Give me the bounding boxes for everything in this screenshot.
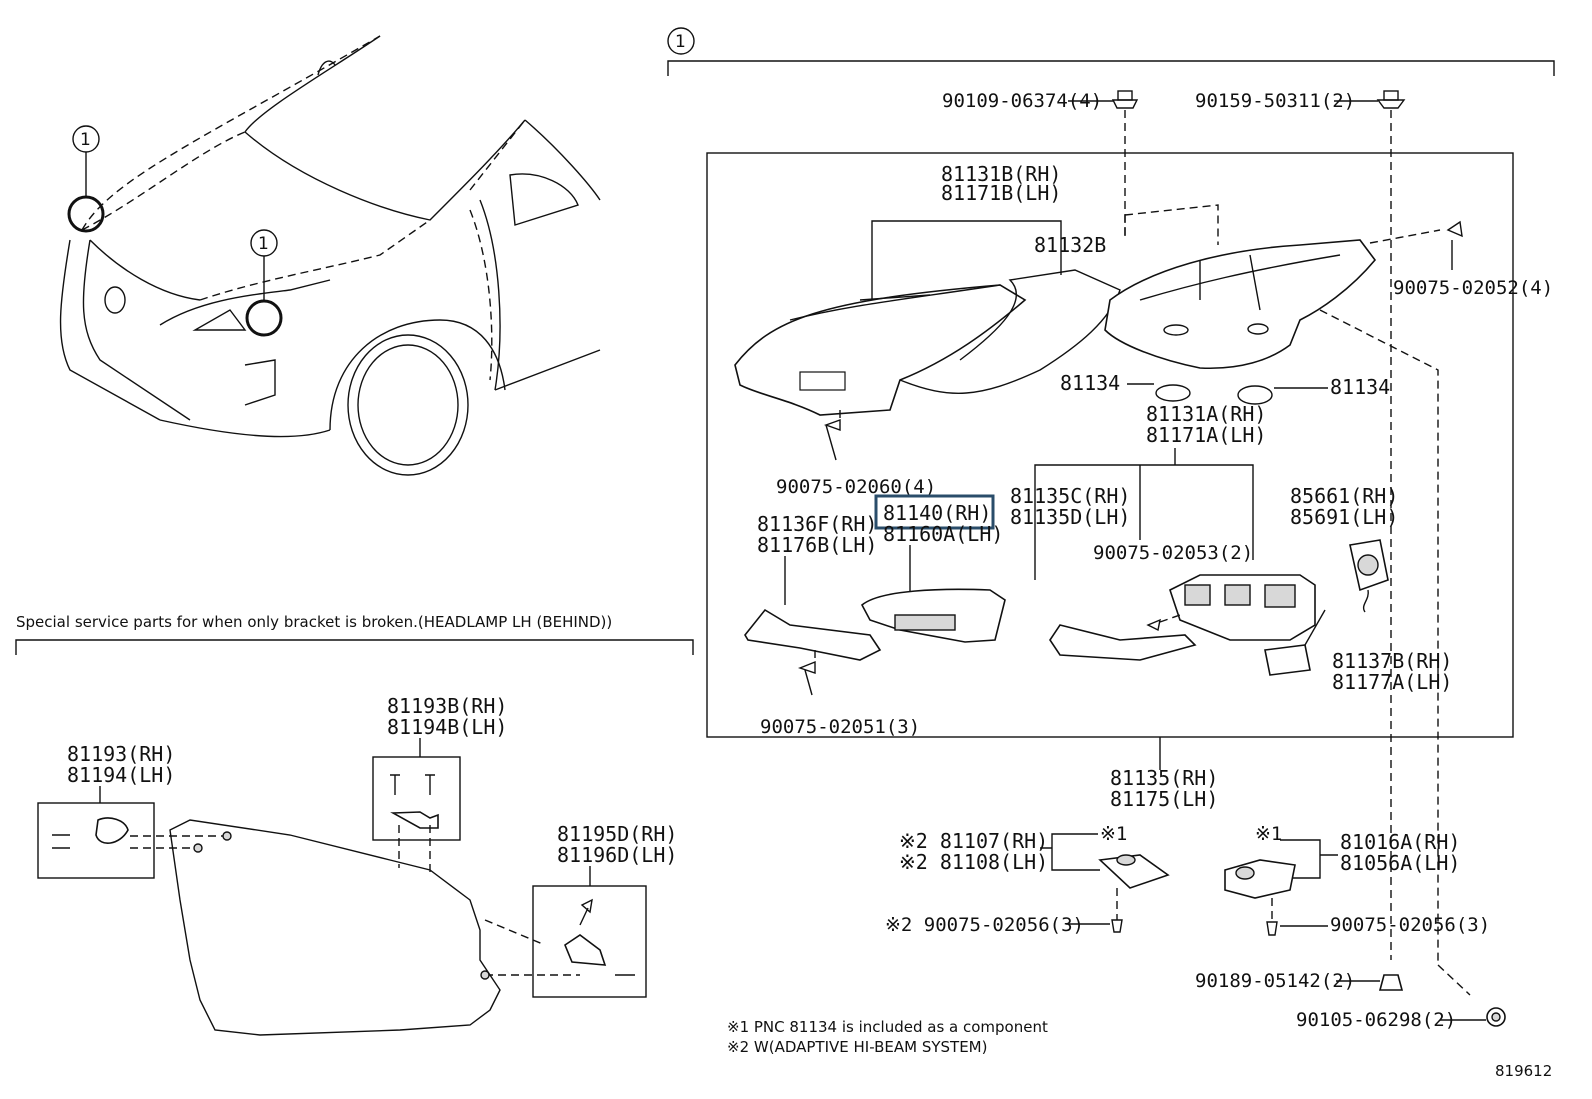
label-81135-rh: 81135(RH)	[1110, 766, 1218, 790]
screw-90075-02051-icon	[797, 660, 816, 696]
bracket-81193	[95, 817, 129, 844]
label-90189-05142: 90189-05142(2)	[1195, 970, 1355, 992]
callout-marker-car-1: 1	[80, 130, 91, 150]
car-front-sketch: 1 1	[59, 35, 601, 476]
label-81131B-rh: 81131B(RH)	[941, 162, 1061, 186]
headlamp-assembly-group: 1 90109-06374(4) 90159-50311(2) 81131B(R…	[667, 27, 1555, 1080]
screw-90075-02056-left-icon	[1111, 919, 1123, 933]
bracket-81195D	[564, 934, 607, 966]
label-85691-lh: 85691(LH)	[1290, 505, 1398, 529]
label-81176B-lh: 81176B(LH)	[757, 533, 877, 557]
label-81194B-lh: 81194B(LH)	[387, 715, 507, 739]
label-90159-50311: 90159-50311(2)	[1195, 90, 1355, 112]
label-81193-rh: 81193(RH)	[67, 742, 175, 766]
label-81194-lh: 81194(LH)	[67, 763, 175, 787]
label-81134-left: 81134	[1060, 371, 1120, 395]
projector-assembly	[1169, 574, 1316, 641]
screw-81195D-icon	[579, 898, 593, 926]
label-81107-rh: ※2 81107(RH)	[899, 829, 1048, 853]
special-service-parts-group: Special service parts for when only brac…	[15, 613, 694, 1036]
screws-81193B-icon	[390, 774, 435, 795]
o-ring-left-icon	[1155, 384, 1191, 402]
note-mark-1-left: ※1	[1100, 823, 1127, 845]
lens-gasket	[899, 269, 1121, 394]
screw-90075-02053-icon	[1146, 618, 1161, 632]
footnote-1: ※1 PNC 81134 is included as a component	[727, 1018, 1048, 1036]
o-ring-right-icon	[1237, 385, 1273, 405]
screw-90075-02056-right-icon	[1266, 921, 1278, 936]
bracket-81195D-box	[532, 885, 647, 998]
bracket-81135C	[1049, 624, 1197, 661]
nut-90189-icon	[1378, 974, 1404, 991]
label-81056A-lh: 81056A(LH)	[1340, 851, 1460, 875]
bracket-81193B-box	[372, 756, 461, 841]
fan-85661-icon	[1349, 539, 1389, 592]
label-90105-06298: 90105-06298(2)	[1296, 1009, 1456, 1031]
label-90075-02056-left: ※2 90075-02056(3)	[885, 914, 1084, 936]
label-90075-02052: 90075-02052(4)	[1393, 277, 1553, 299]
highlight-box	[874, 494, 995, 530]
headlamp-lens	[734, 284, 1027, 416]
screw-90075-02052-icon	[1446, 220, 1463, 238]
label-81175-lh: 81175(LH)	[1110, 787, 1218, 811]
label-81196D-lh: 81196D(LH)	[557, 843, 677, 867]
screw-90075-02060-icon	[823, 419, 841, 461]
bracket-81193-box	[37, 802, 155, 879]
bolt-90109-icon	[1111, 90, 1139, 109]
callout-marker-car-2: 1	[258, 234, 269, 254]
note-mark-1-right: ※1	[1255, 823, 1282, 845]
label-81195D-rh: 81195D(RH)	[557, 822, 677, 846]
label-81131A-rh: 81131A(RH)	[1146, 402, 1266, 426]
label-81137B-rh: 81137B(RH)	[1332, 649, 1452, 673]
label-81140-rh[interactable]: 81140(RH)	[883, 501, 991, 525]
label-81193B-rh: 81193B(RH)	[387, 694, 507, 718]
label-90075-02060: 90075-02060(4)	[776, 476, 936, 498]
callout-marker-assembly: 1	[675, 32, 686, 52]
actuator-81107-icon	[1098, 854, 1170, 889]
label-81135D-lh: 81135D(LH)	[1010, 505, 1130, 529]
headlamp-unit-81140	[860, 588, 1006, 643]
label-85661-rh: 85661(RH)	[1290, 484, 1398, 508]
assembly-box	[706, 152, 1514, 738]
label-81016A-rh: 81016A(RH)	[1340, 830, 1460, 854]
footnote-2: ※2 W(ADAPTIVE HI-BEAM SYSTEM)	[727, 1038, 987, 1056]
label-81132B: 81132B	[1034, 233, 1106, 257]
label-90075-02051: 90075-02051(3)	[760, 716, 920, 738]
label-81171A-lh: 81171A(LH)	[1146, 423, 1266, 447]
bolt-90105-icon	[1486, 1007, 1506, 1027]
headlamp-lh-outline	[169, 819, 501, 1036]
screws-81193-icon	[52, 834, 70, 849]
label-90109-06374: 90109-06374(4)	[942, 90, 1102, 112]
bracket-81193B	[390, 811, 439, 829]
special-service-note: Special service parts for when only brac…	[16, 613, 612, 631]
headlamp-housing	[1104, 239, 1377, 370]
label-81134-right: 81134	[1330, 375, 1390, 399]
module-81137B	[1264, 644, 1311, 676]
label-81108-lh: ※2 81108(LH)	[899, 850, 1048, 874]
label-90075-02053: 90075-02053(2)	[1093, 542, 1253, 564]
label-90075-02056-right: 90075-02056(3)	[1330, 914, 1490, 936]
label-81136F-rh: 81136F(RH)	[757, 512, 877, 536]
label-81160A-lh: 81160A(LH)	[883, 522, 1003, 546]
label-81171B-lh: 81171B(LH)	[941, 181, 1061, 205]
bracket-81136F	[744, 608, 882, 661]
bolt-90159-icon	[1376, 90, 1406, 109]
label-81135C-rh: 81135C(RH)	[1010, 484, 1130, 508]
actuator-81016A-icon	[1224, 859, 1296, 899]
reference-number: 819612	[1495, 1062, 1552, 1080]
label-81177A-lh: 81177A(LH)	[1332, 670, 1452, 694]
